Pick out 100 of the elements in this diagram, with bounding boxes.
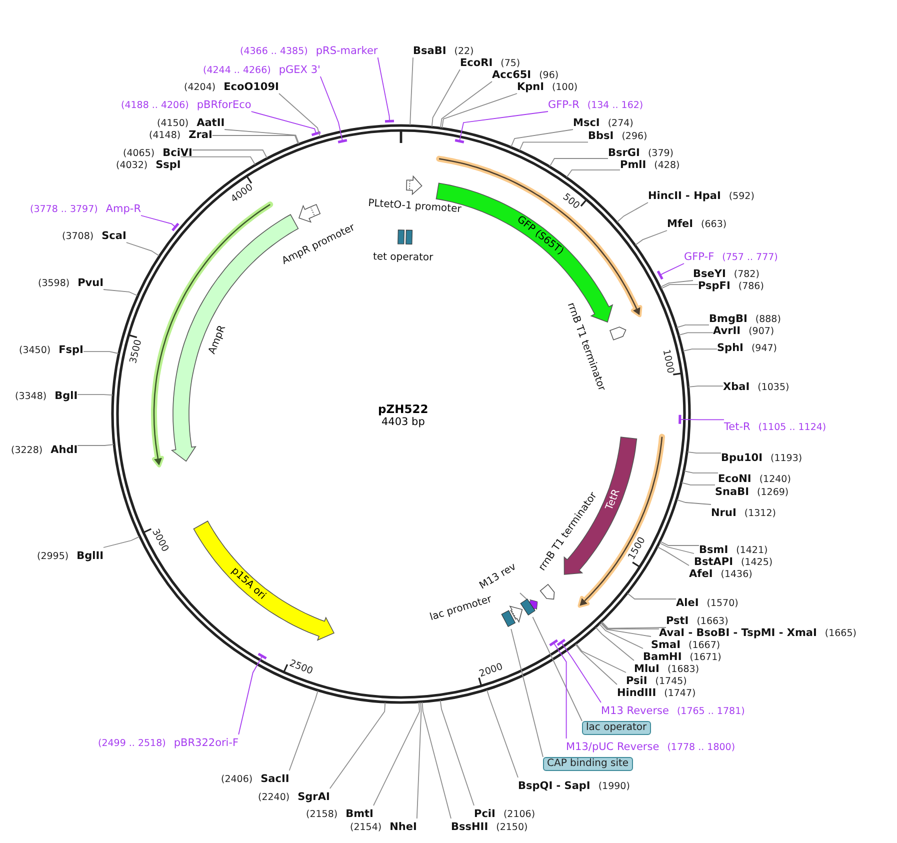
leader-line (377, 57, 396, 123)
cut-position: (22) (454, 46, 474, 56)
leader-line (180, 156, 256, 166)
enzyme-name: HincII - HpaI (648, 190, 721, 202)
leader-line (681, 482, 716, 486)
enzyme-name: SacII (260, 772, 290, 784)
leader-line (510, 628, 544, 758)
enzyme-name: AhdI (50, 444, 78, 456)
leader-line (103, 536, 140, 548)
cut-position: (274) (608, 118, 634, 128)
primer-range: (134 .. 162) (587, 100, 644, 110)
cut-position: (2150) (496, 822, 528, 832)
cut-position: (4032) (116, 160, 148, 170)
leader-line (599, 624, 644, 649)
leader-line (410, 57, 414, 126)
enzyme-name: XbaI (723, 380, 750, 392)
enzyme-name: EcoRI (460, 56, 493, 68)
leader-line (510, 129, 574, 148)
enzyme-name: BstAPI (694, 556, 734, 568)
leader-line (77, 444, 114, 446)
cut-position: (947) (751, 342, 778, 354)
cut-position: (1035) (758, 382, 790, 392)
leader-line (556, 638, 602, 703)
leader-line (140, 215, 180, 232)
cut-position: (786) (738, 280, 764, 292)
primer-name: pRS-marker (316, 44, 378, 56)
leader-line (548, 639, 567, 739)
cut-position: (1667) (688, 640, 720, 650)
primer-range: (4244 .. 4266) (203, 64, 271, 76)
primer-name: pBR322ori-F (174, 736, 239, 748)
feature-label: PLtetO-1 promoter (368, 198, 462, 217)
leader-line (600, 622, 652, 637)
leader-line (126, 242, 160, 256)
enzyme-name: AatII (196, 116, 225, 128)
cut-position: (1193) (770, 452, 802, 464)
feature-label: tet operator (373, 252, 434, 264)
cut-position: (1671) (690, 652, 722, 662)
cut-position: (1663) (696, 616, 728, 626)
leader-line (678, 414, 724, 426)
primer-name: Amp-R (106, 202, 142, 214)
leader-line (688, 386, 724, 388)
feature-callout: CAP binding site (543, 757, 633, 771)
enzyme-name: BspQI - SapI (518, 780, 590, 792)
plasmid-size: 4403 bp (382, 416, 425, 428)
leader-line (660, 280, 694, 288)
enzyme-name: BssHII (451, 820, 488, 832)
cut-position: (4148) (149, 130, 181, 140)
primer-name: Tet-R (724, 420, 750, 432)
cut-position: (592) (728, 190, 754, 202)
primer-name: GFP-R (548, 98, 580, 110)
cut-position: (4150) (157, 118, 189, 128)
cut-position: (1570) (706, 598, 738, 608)
cut-position: (3450) (19, 344, 51, 356)
primer-range: (4366 .. 4385) (240, 46, 308, 56)
enzyme-name: BciVI (162, 146, 192, 158)
leader-line (440, 700, 474, 806)
scale-label: 2000 (478, 661, 505, 680)
enzyme-name: AvaI - BsoBI - TspMI - XmaI (659, 626, 817, 638)
leader-line (454, 111, 548, 144)
cut-position: (1990) (598, 780, 630, 792)
enzyme-name: BglI (54, 390, 78, 402)
leader-line (77, 394, 114, 396)
enzyme-name: AvrII (713, 324, 741, 336)
leader-line (657, 546, 690, 566)
leader-line (660, 284, 698, 289)
cut-position: (75) (500, 58, 520, 68)
primer-range: (1778 .. 1800) (667, 742, 736, 752)
cut-position: (888) (755, 314, 781, 324)
leader-line (676, 499, 712, 505)
leader-line (660, 541, 700, 546)
primer-range: (1765 .. 1781) (676, 706, 745, 716)
enzyme-name: PmlI (620, 158, 646, 170)
cut-position: (663) (701, 218, 727, 230)
enzyme-name: BbsI (588, 130, 614, 142)
leader-line (416, 702, 422, 819)
scale-label: 3500 (128, 338, 144, 365)
enzyme-name: NruI (711, 506, 736, 518)
enzyme-name: PvuI (78, 276, 104, 288)
cut-position: (3598) (38, 278, 70, 288)
leader-line (687, 451, 722, 454)
cut-position: (1269) (757, 486, 789, 498)
cut-position: (1665) (824, 628, 856, 638)
enzyme-name: SphI (717, 342, 744, 354)
leader-line (616, 202, 648, 223)
leader-line (532, 616, 582, 722)
leader-line (519, 142, 588, 151)
enzyme-name: BglII (76, 550, 104, 562)
leader-line (486, 689, 518, 778)
enzyme-name: MluI (634, 662, 660, 674)
cut-position: (4204) (184, 82, 216, 92)
leader-line (634, 230, 668, 246)
enzyme-name: AfeI (689, 568, 713, 580)
leader-line (431, 69, 460, 128)
enzyme-name: BseYI (693, 268, 726, 280)
cut-position: (3708) (62, 230, 94, 242)
leader-line (238, 652, 268, 735)
cut-position: (2154) (350, 822, 382, 832)
leader-line (373, 702, 420, 806)
primer-name: M13 Reverse (601, 704, 669, 716)
leader-line (601, 621, 666, 629)
